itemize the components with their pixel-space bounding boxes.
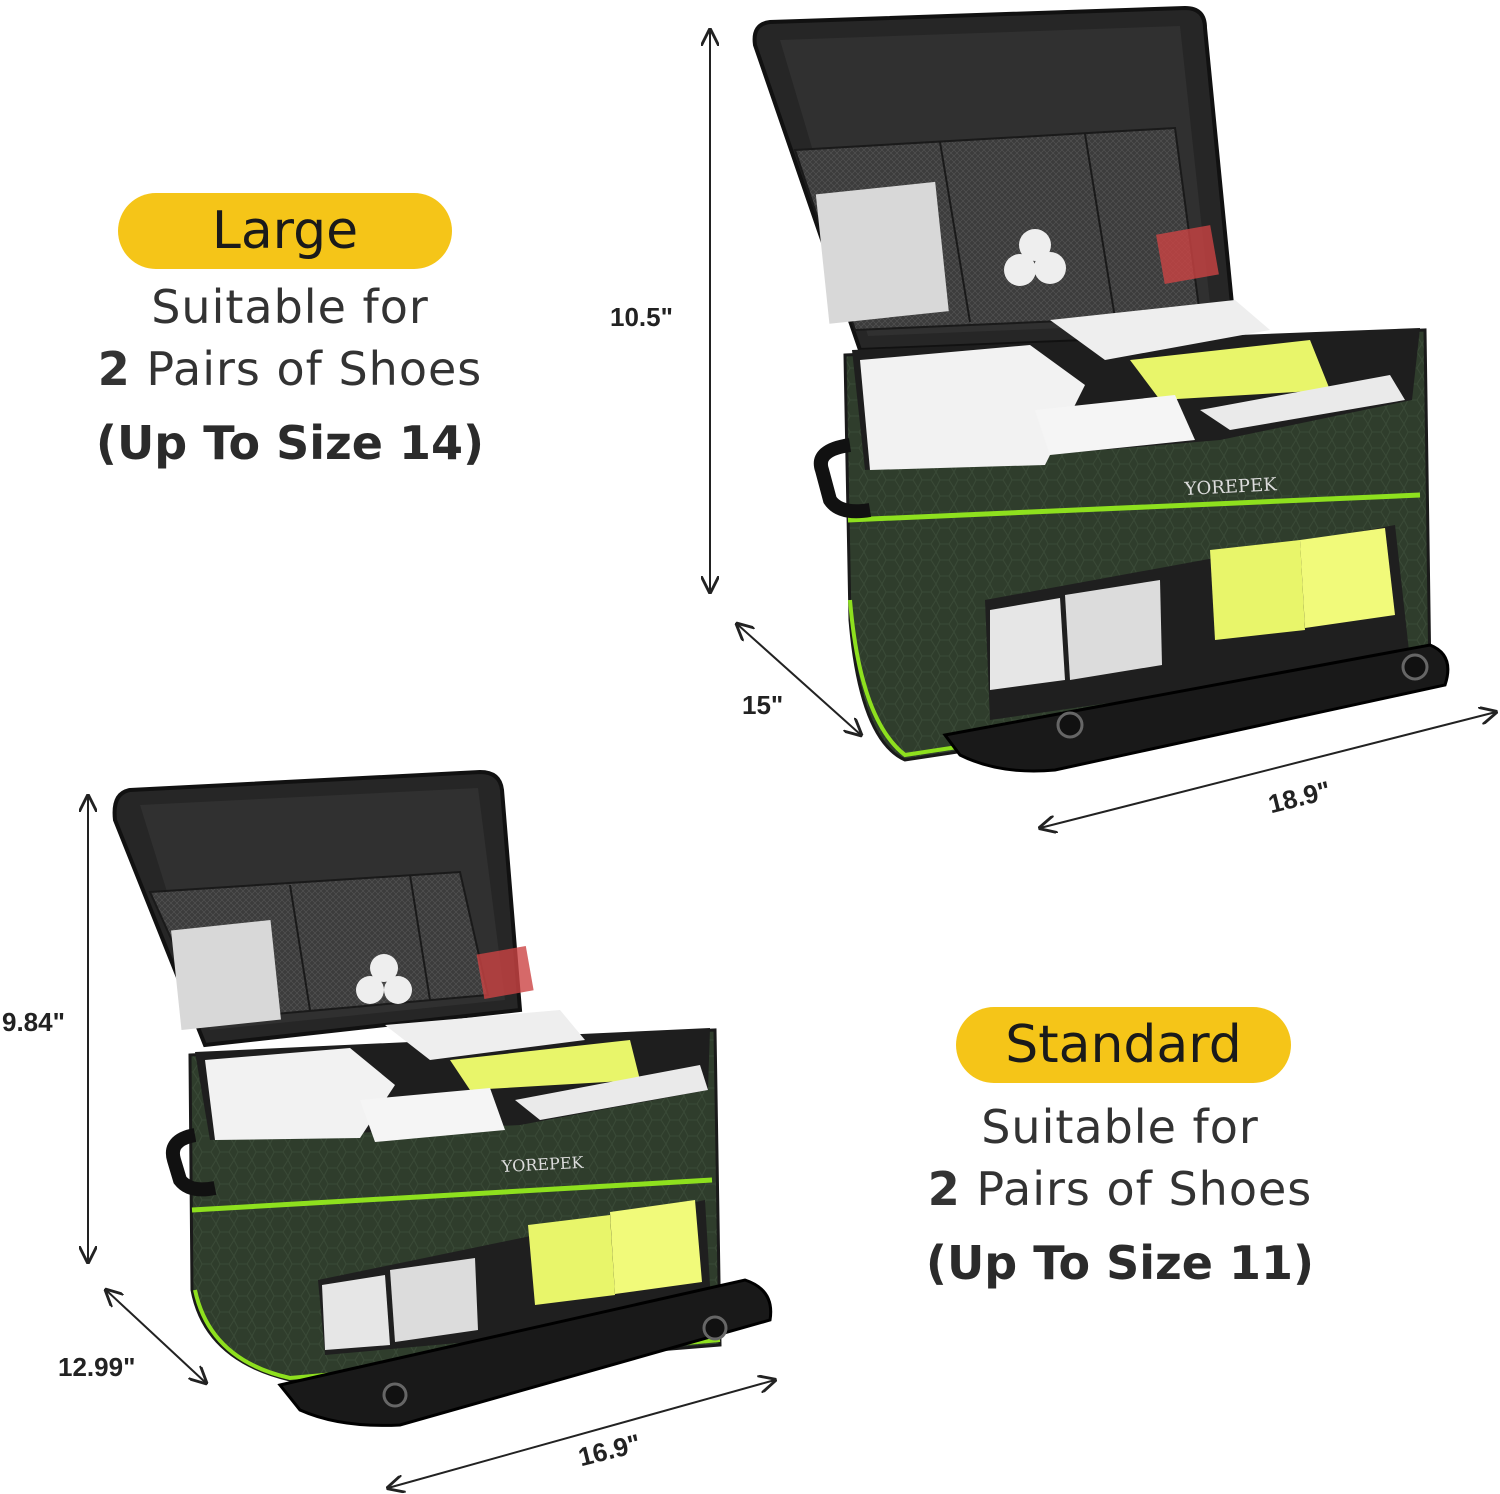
standard-size-badge: Standard	[956, 1007, 1291, 1083]
large-bag-illustration: YOREPEK	[752, 5, 1450, 773]
standard-width-arrow	[388, 1380, 775, 1488]
large-brand-logo: YOREPEK	[1183, 474, 1278, 500]
large-depth-label: 15"	[742, 690, 784, 720]
standard-height-label: 9.84"	[2, 1007, 65, 1037]
paren-open: (	[95, 416, 117, 470]
large-width-arrow	[1040, 712, 1496, 828]
standard-pairs-line: 2 Pairs of Shoes	[870, 1162, 1370, 1216]
large-size-badge: Large	[118, 193, 452, 269]
large-pairs-line: 2 Pairs of Shoes	[40, 342, 540, 396]
large-size-text: Up To Size 14	[116, 416, 464, 470]
standard-depth-label: 12.99"	[58, 1352, 136, 1382]
large-suitable-line: Suitable for	[151, 280, 429, 334]
large-badge-label: Large	[211, 201, 359, 261]
large-description: Suitable for 2 Pairs of Shoes (Up To Siz…	[40, 280, 540, 490]
standard-description: Suitable for 2 Pairs of Shoes (Up To Siz…	[870, 1100, 1370, 1310]
standard-badge-label: Standard	[1005, 1015, 1242, 1075]
standard-size-range: (Up To Size 11)	[870, 1236, 1370, 1290]
large-pairs-count: 2	[97, 342, 131, 396]
paren-close: )	[463, 416, 485, 470]
standard-brand-logo: YOREPEK	[500, 1153, 585, 1176]
large-height-label: 10.5"	[610, 302, 673, 332]
standard-pairs-count: 2	[927, 1162, 961, 1216]
standard-suitable-line: Suitable for	[981, 1100, 1259, 1154]
large-size-range: (Up To Size 14)	[40, 416, 540, 470]
standard-size-text: Up To Size 11	[946, 1236, 1294, 1290]
standard-pairs-text: Pairs of Shoes	[960, 1162, 1313, 1216]
large-depth-arrow	[737, 624, 861, 735]
standard-bag-illustration: YOREPEK	[112, 769, 773, 1427]
paren-close: )	[1293, 1236, 1315, 1290]
large-pairs-text: Pairs of Shoes	[130, 342, 483, 396]
paren-open: (	[925, 1236, 947, 1290]
standard-depth-arrow	[106, 1290, 206, 1383]
